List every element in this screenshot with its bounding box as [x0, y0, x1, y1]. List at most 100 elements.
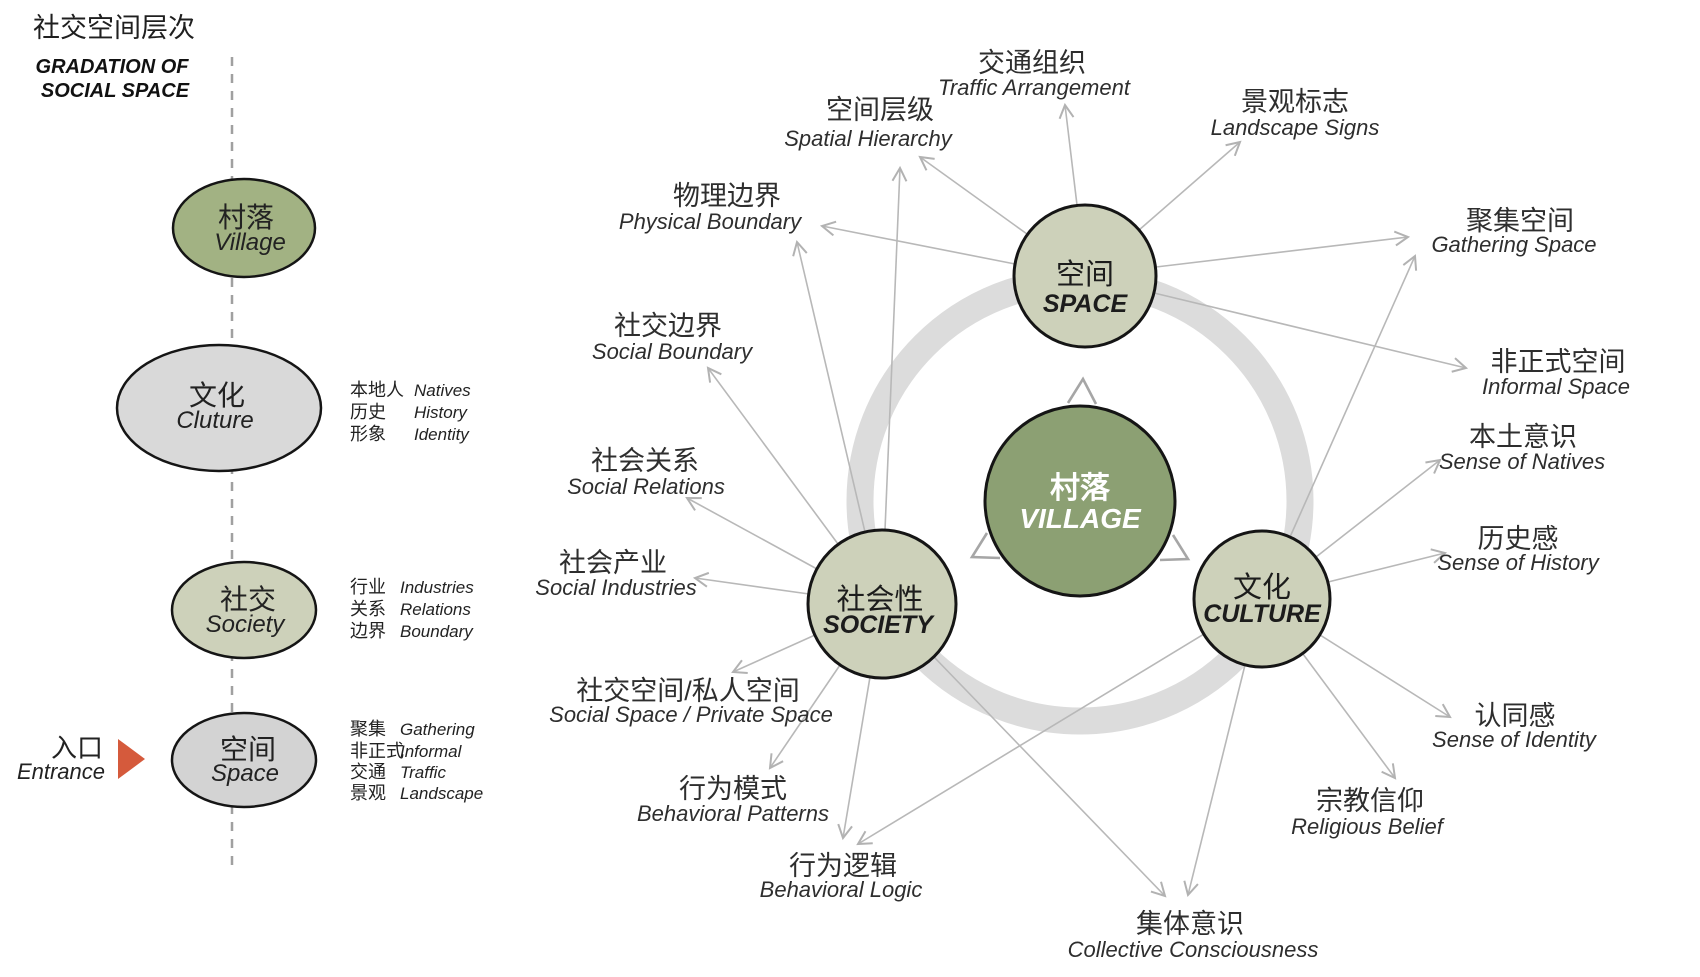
arrow-space-traffic-arrangement	[1058, 102, 1078, 206]
space-node-en: SPACE	[1043, 290, 1129, 318]
label-gathering-space-zh: 聚集空间	[1466, 206, 1574, 236]
left-axis-panel: 社交空间层次 GRADATION OF SOCIAL SPACE 村落 Vill…	[17, 13, 483, 868]
chevron-toward-culture-icon	[1159, 534, 1191, 562]
axis-space-ellipse	[170, 711, 318, 809]
panel-title-zh: 社交空间层次	[33, 13, 195, 43]
label-traffic-arrangement-en: Traffic Arrangement	[938, 75, 1131, 100]
label-social-industries-zh: 社会产业	[559, 548, 667, 578]
axis-space-attrs: 聚集 Gathering 非正式 Informal 交通 Traffic 景观 …	[350, 719, 483, 803]
label-spatial-hierarchy-zh: 空间层级	[826, 95, 934, 125]
panel-title-en-line2: SOCIAL SPACE	[41, 80, 190, 102]
label-sense-of-identity-zh: 认同感	[1475, 701, 1556, 731]
label-religious-belief-en: Religious Belief	[1291, 814, 1446, 839]
label-informal-space-en: Informal Space	[1482, 374, 1630, 399]
culture-node-zh: 文化	[1233, 571, 1291, 604]
arrow-space-landscape-signs	[1138, 140, 1242, 231]
arrow-culture-sense-of-natives	[1315, 458, 1442, 558]
label-physical-boundary-zh: 物理边界	[673, 181, 781, 211]
radial-diagram: 村落 VILLAGE 空间 SPACE 社会性 SOCIETY 文化 CULTU…	[535, 48, 1630, 962]
arrow-culture-collective-consciousness	[1183, 664, 1246, 898]
axis-village-zh: 村落	[218, 202, 274, 233]
arrow-society-social-industries	[692, 571, 810, 595]
label-social-private-space-en: Social Space / Private Space	[549, 702, 833, 727]
axis-culture-en: Cluture	[176, 407, 253, 434]
label-religious-belief-zh: 宗教信仰	[1316, 786, 1424, 816]
axis-society-ellipse	[170, 560, 318, 660]
label-social-industries-en: Social Industries	[535, 575, 696, 600]
arrow-culture-sense-of-history	[1327, 548, 1448, 583]
attr-landscape-en: Landscape	[400, 784, 483, 803]
arrow-society-behavioral-patterns	[768, 664, 841, 770]
label-sense-of-identity-en: Sense of Identity	[1432, 727, 1598, 752]
label-spatial-hierarchy-en: Spatial Hierarchy	[784, 126, 954, 151]
arrow-culture-sense-of-identity	[1319, 634, 1452, 719]
axis-culture-zh: 文化	[189, 380, 245, 411]
attr-identity-zh: 形象	[350, 424, 386, 444]
arrow-space-gathering-space	[1155, 230, 1411, 268]
label-sense-of-history-zh: 历史感	[1478, 524, 1559, 554]
outer-labels: 交通组织 Traffic Arrangement 景观标志 Landscape …	[535, 48, 1630, 962]
attr-boundary-en: Boundary	[400, 622, 474, 641]
label-sense-of-natives-en: Sense of Natives	[1439, 449, 1605, 474]
arrow-society-physical-boundary	[792, 239, 866, 533]
axis-village-en: Village	[214, 229, 286, 256]
label-behavioral-logic-zh: 行为逻辑	[789, 851, 897, 881]
arrow-culture-behavioral-logic	[856, 633, 1205, 846]
arrow-society-collective-consciousness	[933, 656, 1167, 898]
space-node	[1012, 203, 1158, 349]
label-physical-boundary-en: Physical Boundary	[619, 209, 803, 234]
axis-society-zh: 社交	[220, 584, 276, 615]
entrance-label-en: Entrance	[17, 759, 105, 784]
attr-traffic-zh: 交通	[350, 762, 386, 782]
attr-boundary-zh: 边界	[350, 621, 386, 641]
arrows	[685, 102, 1469, 898]
culture-node	[1192, 529, 1332, 669]
attr-industries-zh: 行业	[350, 577, 386, 597]
space-node-zh: 空间	[1056, 258, 1114, 291]
arrow-society-social-relations	[685, 496, 818, 570]
label-informal-space-zh: 非正式空间	[1491, 347, 1626, 377]
label-behavioral-patterns-en: Behavioral Patterns	[637, 801, 829, 826]
entrance-arrow-icon	[118, 739, 145, 779]
arrow-space-physical-boundary	[819, 220, 1016, 265]
culture-node-en: CULTURE	[1203, 600, 1322, 628]
axis-culture-attrs: 本地人 Natives 历史 History 形象 Identity	[350, 380, 471, 444]
attr-history-en: History	[414, 403, 468, 422]
society-node-zh: 社会性	[836, 583, 923, 616]
chevron-toward-society-icon	[969, 532, 1001, 560]
village-node	[983, 404, 1177, 598]
village-node-en: VILLAGE	[1019, 503, 1142, 534]
society-node	[806, 528, 958, 680]
entrance-label-zh: 入口	[51, 733, 103, 763]
attr-landscape-zh: 景观	[350, 783, 386, 803]
axis-culture-ellipse	[115, 343, 323, 473]
label-social-private-space-zh: 社交空间/私人空间	[576, 676, 800, 706]
label-landscape-signs-zh: 景观标志	[1241, 87, 1349, 117]
label-landscape-signs-en: Landscape Signs	[1211, 115, 1380, 140]
panel-title-en-line1: GRADATION OF	[36, 56, 190, 78]
attr-history-zh: 历史	[350, 402, 386, 422]
arrow-society-social-private-space	[731, 634, 816, 675]
axis-space-zh: 空间	[220, 734, 276, 765]
axis-society-attrs: 行业 Industries 关系 Relations 边界 Boundary	[350, 577, 474, 641]
label-behavioral-patterns-zh: 行为模式	[679, 774, 787, 804]
attr-relations-zh: 关系	[350, 599, 386, 619]
village-node-zh: 村落	[1050, 472, 1111, 505]
label-social-boundary-zh: 社交边界	[614, 311, 722, 341]
arrow-society-social-boundary	[706, 366, 839, 545]
label-sense-of-natives-zh: 本土意识	[1469, 422, 1577, 452]
axis-village-ellipse	[171, 177, 317, 279]
axis-society-en: Society	[206, 611, 287, 638]
label-gathering-space-en: Gathering Space	[1431, 232, 1596, 257]
attr-industries-en: Industries	[400, 578, 474, 597]
label-social-relations-zh: 社会关系	[591, 446, 699, 476]
label-collective-consciousness-en: Collective Consciousness	[1068, 937, 1319, 962]
label-social-relations-en: Social Relations	[567, 474, 725, 499]
arrow-culture-gathering-space	[1289, 254, 1418, 538]
label-traffic-arrangement-zh: 交通组织	[978, 48, 1086, 78]
attr-natives-en: Natives	[414, 381, 471, 400]
attr-natives-zh: 本地人	[350, 380, 404, 400]
society-node-en: SOCIETY	[823, 611, 935, 639]
arrow-space-informal-space	[1153, 292, 1469, 373]
